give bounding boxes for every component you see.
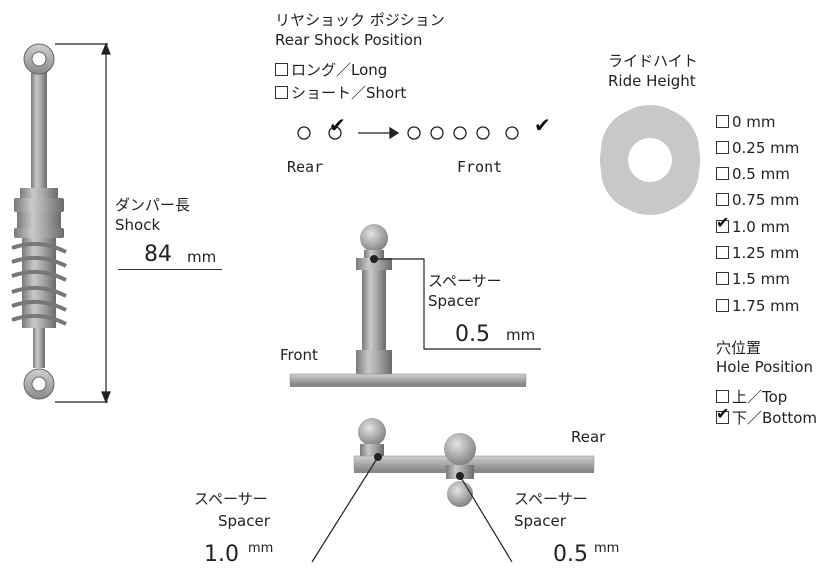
- rear-left-spacer-unit: mm: [248, 541, 274, 556]
- checkbox-1-5mm[interactable]: [716, 272, 729, 285]
- ride-height-option[interactable]: 1.5 mm: [716, 270, 790, 288]
- hole-row-rear-label: Rear: [287, 158, 324, 176]
- rear-shock-option-short-label: ショート／Short: [291, 84, 407, 102]
- front-side-label: Front: [280, 346, 318, 364]
- checkbox-top[interactable]: [716, 390, 729, 403]
- rear-shock-option-long-label: ロング／Long: [291, 61, 388, 79]
- checkbox-bottom[interactable]: [716, 405, 729, 424]
- hole-position-option-label: 上／Top: [732, 388, 788, 406]
- ride-height-option-label: 1.5 mm: [732, 270, 790, 288]
- shock-length-dimension: [55, 42, 111, 404]
- rear-left-spacer-label-jp: スペーサー: [194, 490, 268, 508]
- checkbox-1-75mm[interactable]: [716, 299, 729, 312]
- ride-height-option-label: 0 mm: [732, 113, 776, 131]
- ride-height-option[interactable]: 0.25 mm: [716, 139, 799, 157]
- checkbox-short[interactable]: [275, 86, 288, 99]
- checkbox-0mm[interactable]: [716, 115, 729, 128]
- ride-height-spacer-illustration: [600, 105, 700, 215]
- front-spacer-value: 0.5: [455, 322, 490, 347]
- hole-check-rear: ✔: [329, 113, 346, 137]
- ride-height-option-label: 1.0 mm: [732, 218, 790, 236]
- shock-length-value: 84: [144, 242, 172, 267]
- ride-height-option[interactable]: 1.75 mm: [716, 297, 799, 315]
- shock-length-unit: mm: [187, 248, 217, 266]
- ride-height-option-label: 1.75 mm: [732, 297, 800, 315]
- rear-side-label: Rear: [571, 428, 606, 446]
- ride-height-option[interactable]: 1.0 mm: [716, 214, 790, 236]
- hole-position-title-jp: 穴位置: [716, 339, 762, 357]
- ride-height-option[interactable]: 1.25 mm: [716, 244, 799, 262]
- hole-position-title-en: Hole Position: [716, 358, 814, 376]
- hole-position-option-top[interactable]: 上／Top: [716, 388, 787, 406]
- rear-mount-illustration: [353, 418, 595, 507]
- rear-shock-option-short[interactable]: ショート／Short: [275, 84, 406, 102]
- shock-absorber-illustration: [11, 43, 67, 400]
- checkbox-long[interactable]: [275, 63, 288, 76]
- shock-label-en: Shock: [115, 216, 161, 234]
- checkbox-0-75mm[interactable]: [716, 193, 729, 206]
- ride-height-option-label: 0.25 mm: [732, 139, 800, 157]
- rear-right-spacer-unit: mm: [594, 541, 620, 556]
- ride-height-option-label: 1.25 mm: [732, 244, 800, 262]
- rear-shock-option-long[interactable]: ロング／Long: [275, 61, 387, 79]
- front-spacer-label-en: Spacer: [428, 292, 480, 310]
- ride-height-title-jp: ライドハイト: [608, 52, 698, 70]
- rear-shock-hole-row: [297, 126, 519, 140]
- checkbox-1-0mm[interactable]: [716, 214, 729, 233]
- shock-label-jp: ダンパー長: [115, 196, 191, 214]
- hole-row-front-label: Front: [457, 158, 503, 176]
- rear-shock-title-jp: リヤショック ポジション: [275, 11, 445, 29]
- hole-position-option-label: 下／Bottom: [732, 409, 818, 427]
- checkbox-0-25mm[interactable]: [716, 141, 729, 154]
- ride-height-option-label: 0.75 mm: [732, 191, 800, 209]
- ride-height-option[interactable]: 0.5 mm: [716, 165, 790, 183]
- checkbox-0-5mm[interactable]: [716, 167, 729, 180]
- ride-height-option[interactable]: 0.75 mm: [716, 191, 799, 209]
- front-spacer-label-jp: スペーサー: [428, 272, 502, 290]
- rear-shock-title-en: Rear Shock Position: [275, 31, 423, 49]
- front-spacer-unit: mm: [506, 326, 536, 344]
- shock-value-underline: [118, 269, 222, 270]
- ride-height-title-en: Ride Height: [608, 72, 696, 90]
- rear-right-spacer-label-en: Spacer: [514, 512, 566, 530]
- rear-left-spacer-value: 1.0: [204, 542, 239, 567]
- rear-right-spacer-value: 0.5: [553, 542, 588, 567]
- rear-right-spacer-label-jp: スペーサー: [514, 490, 588, 508]
- hole-position-option-bottom[interactable]: 下／Bottom: [716, 405, 818, 427]
- rear-left-spacer-label-en: Spacer: [218, 512, 270, 530]
- front-mount-illustration: [289, 224, 527, 387]
- ride-height-option[interactable]: 0 mm: [716, 113, 776, 131]
- checkbox-1-25mm[interactable]: [716, 246, 729, 259]
- ride-height-option-label: 0.5 mm: [732, 165, 790, 183]
- hole-check-front: ✔: [534, 113, 551, 137]
